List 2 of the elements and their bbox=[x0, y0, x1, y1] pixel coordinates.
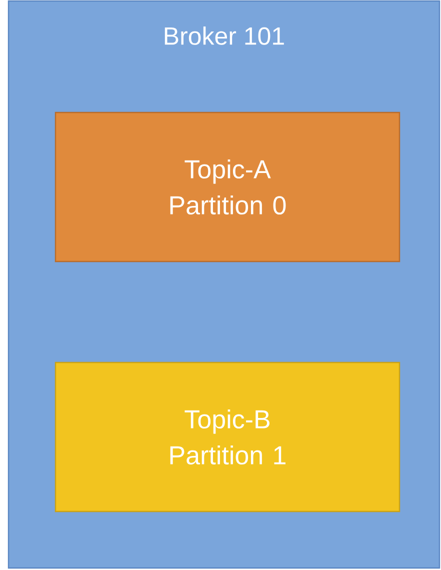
partition-box: Topic-B Partition 1 bbox=[54, 362, 400, 512]
partition-box: Topic-A Partition 0 bbox=[54, 112, 400, 262]
